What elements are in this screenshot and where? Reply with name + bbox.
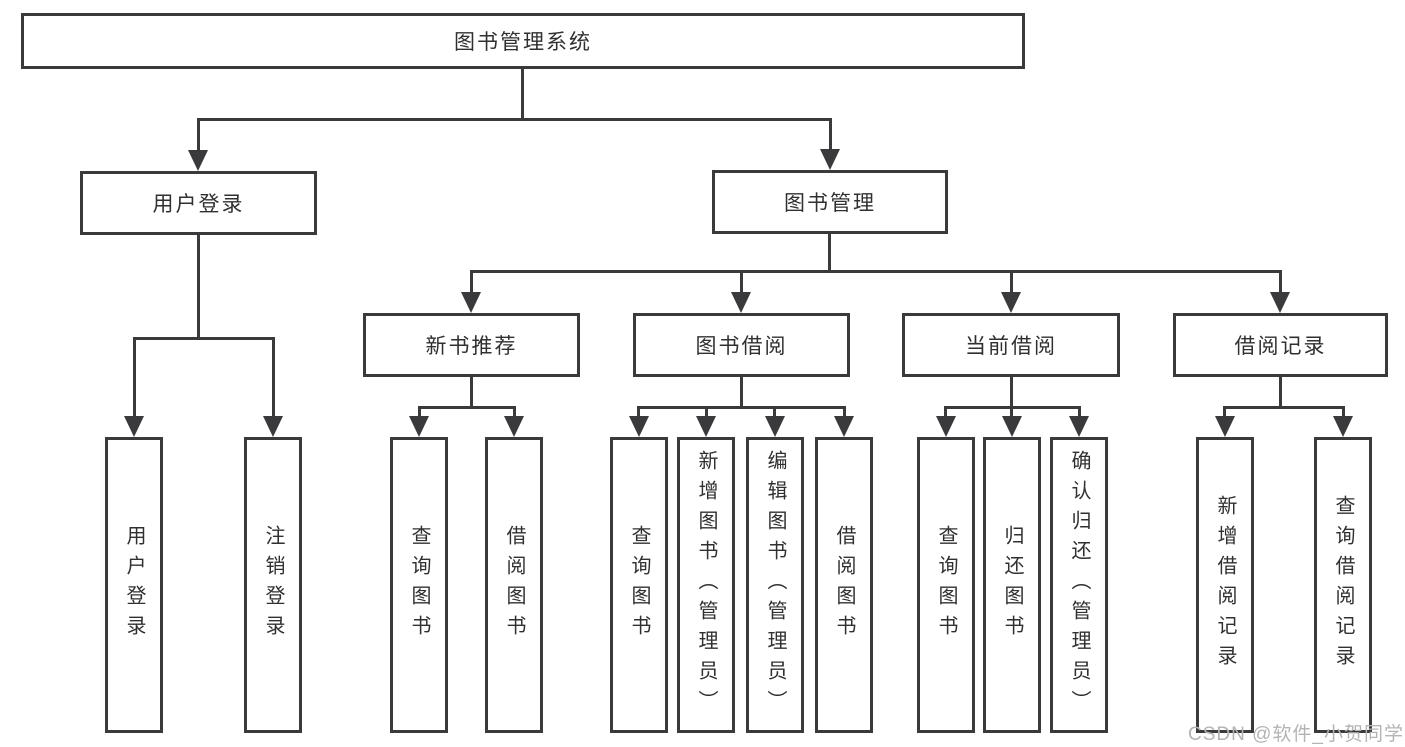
connector-line xyxy=(773,406,776,418)
node-library-management-system: 图书管理系统 xyxy=(21,13,1025,69)
node-user-login: 用户登录 xyxy=(80,171,317,235)
connector-line xyxy=(740,270,743,294)
connector-line xyxy=(470,270,473,294)
connector-line xyxy=(197,235,200,340)
node-book-borrowing: 图书借阅 xyxy=(633,313,850,377)
node-label: 借阅图书 xyxy=(833,525,855,645)
arrow-down-icon xyxy=(504,416,524,437)
connector-line xyxy=(197,118,200,152)
connector-line xyxy=(272,337,275,418)
leaf-borrow-books-recommend: 借阅图书 xyxy=(485,437,543,733)
arrow-down-icon xyxy=(124,416,144,437)
connector-line xyxy=(1078,406,1081,418)
node-label: 查询图书 xyxy=(935,525,957,645)
leaf-user-login: 用户登录 xyxy=(105,437,163,733)
leaf-edit-books-admin: 编辑图书（管理员） xyxy=(746,437,804,733)
arrow-down-icon xyxy=(1002,416,1022,437)
node-label: 新增借阅记录 xyxy=(1214,495,1236,675)
arrow-down-icon xyxy=(1001,292,1021,313)
node-borrowing-records: 借阅记录 xyxy=(1173,313,1388,377)
arrow-down-icon xyxy=(188,150,208,171)
connector-line xyxy=(1279,377,1282,409)
arrow-down-icon xyxy=(731,292,751,313)
node-label: 归还图书 xyxy=(1001,525,1023,645)
arrow-down-icon xyxy=(834,416,854,437)
arrow-down-icon xyxy=(409,416,429,437)
arrow-down-icon xyxy=(765,416,785,437)
node-label: 查询图书 xyxy=(408,525,430,645)
node-label: 图书借阅 xyxy=(695,335,788,358)
leaf-query-books-current: 查询图书 xyxy=(917,437,975,733)
arrow-down-icon xyxy=(1069,416,1089,437)
leaf-add-borrow-record: 新增借阅记录 xyxy=(1196,437,1254,733)
connector-line xyxy=(1223,406,1226,418)
node-label: 当前借阅 xyxy=(965,335,1057,358)
connector-line xyxy=(705,406,708,418)
connector-line xyxy=(828,234,831,273)
leaf-query-books-borrow: 查询图书 xyxy=(610,437,668,733)
arrow-down-icon xyxy=(263,416,283,437)
connector-line xyxy=(1342,406,1345,418)
arrow-down-icon xyxy=(1333,416,1353,437)
connector-line xyxy=(197,118,832,121)
node-label: 新增图书（管理员） xyxy=(695,450,717,720)
connector-line xyxy=(513,406,516,418)
connector-line xyxy=(133,337,136,418)
connector-line xyxy=(470,377,473,409)
connector-line xyxy=(1010,270,1013,294)
connector-line xyxy=(637,406,640,418)
connector-line xyxy=(521,68,524,120)
arrow-down-icon xyxy=(629,416,649,437)
connector-line xyxy=(944,406,947,418)
connector-line xyxy=(418,406,421,418)
node-label: 用户登录 xyxy=(123,525,145,645)
arrow-down-icon xyxy=(820,149,840,170)
node-new-book-recommendation: 新书推荐 xyxy=(363,313,580,377)
arrow-down-icon xyxy=(1270,292,1290,313)
leaf-return-books: 归还图书 xyxy=(983,437,1041,733)
connector-line xyxy=(637,406,846,409)
node-label: 查询借阅记录 xyxy=(1332,495,1354,675)
node-current-borrowing: 当前借阅 xyxy=(902,313,1120,377)
node-label: 注销登录 xyxy=(262,525,284,645)
connector-line xyxy=(470,270,1282,273)
connector-line xyxy=(1010,406,1013,418)
connector-line xyxy=(1010,377,1013,409)
connector-line xyxy=(843,406,846,418)
node-label: 新书推荐 xyxy=(425,335,518,358)
connector-line xyxy=(829,118,832,152)
leaf-query-books-recommend: 查询图书 xyxy=(390,437,448,733)
leaf-add-books-admin: 新增图书（管理员） xyxy=(677,437,735,733)
connector-line xyxy=(740,377,743,409)
arrow-down-icon xyxy=(1215,416,1235,437)
arrow-down-icon xyxy=(936,416,956,437)
arrow-down-icon xyxy=(696,416,716,437)
connector-line xyxy=(1279,270,1282,294)
csdn-watermark: CSDN @软件_小贺同学 xyxy=(1188,724,1404,745)
node-label: 图书管理系统 xyxy=(454,31,592,54)
node-label: 查询图书 xyxy=(628,525,650,645)
node-label: 借阅记录 xyxy=(1234,335,1327,358)
leaf-logout: 注销登录 xyxy=(244,437,302,733)
node-label: 确认归还（管理员） xyxy=(1068,450,1090,720)
node-label: 借阅图书 xyxy=(503,525,525,645)
node-label: 用户登录 xyxy=(152,193,245,216)
leaf-borrow-books: 借阅图书 xyxy=(815,437,873,733)
leaf-confirm-return-admin: 确认归还（管理员） xyxy=(1050,437,1108,733)
node-label: 图书管理 xyxy=(784,192,876,215)
connector-line xyxy=(1223,406,1345,409)
node-book-management: 图书管理 xyxy=(712,170,948,234)
connector-line xyxy=(133,337,275,340)
leaf-query-borrow-record: 查询借阅记录 xyxy=(1314,437,1372,733)
connector-line xyxy=(418,406,516,409)
node-label: 编辑图书（管理员） xyxy=(764,450,786,720)
arrow-down-icon xyxy=(461,292,481,313)
